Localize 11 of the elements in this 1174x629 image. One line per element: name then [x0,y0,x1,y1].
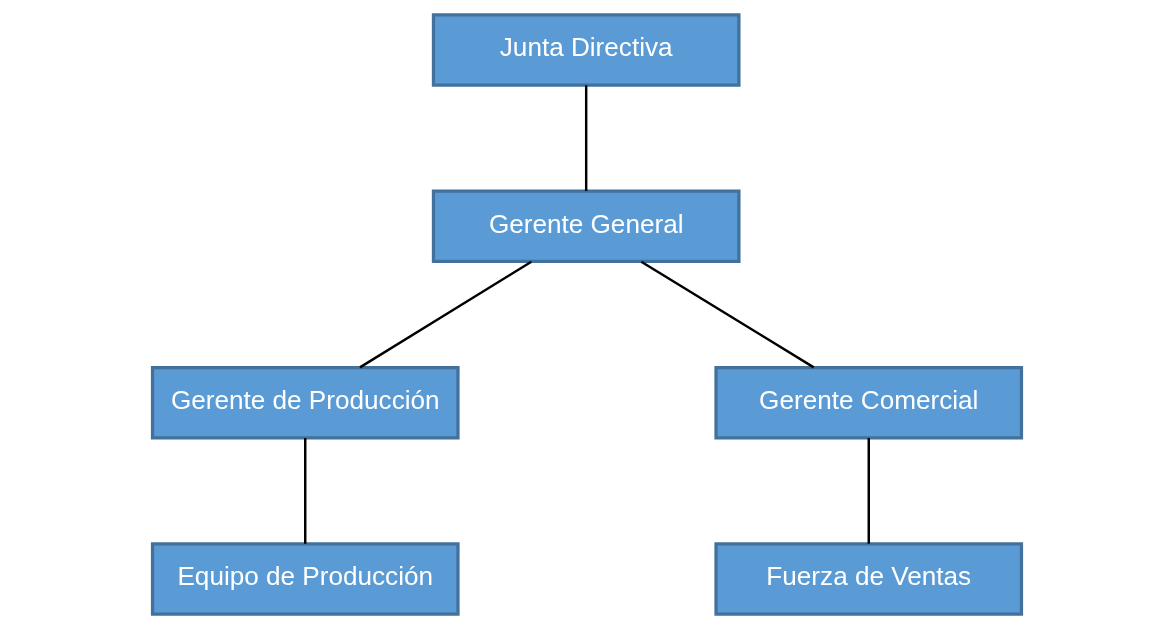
node-box: Gerente de Producción [150,365,460,440]
connector [584,85,588,191]
node-box: Equipo de Producción [150,542,460,616]
node-box: Gerente General [431,189,741,264]
node-box: Fuerza de Ventas [714,542,1024,616]
node-box: Junta Directiva [431,13,741,87]
connector [304,438,307,544]
node-box: Gerente Comercial [714,365,1024,440]
connector [640,260,815,369]
connector [867,438,870,544]
connector [359,260,532,369]
